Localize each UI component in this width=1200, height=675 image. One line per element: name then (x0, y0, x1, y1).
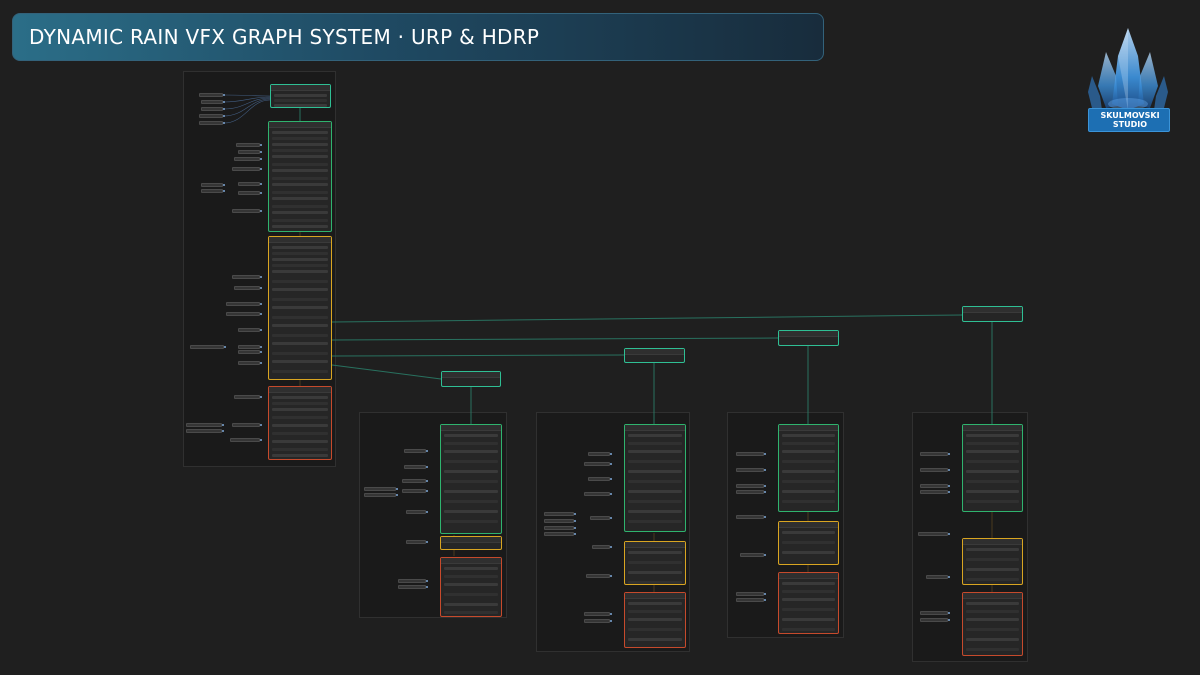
property-node[interactable] (226, 302, 262, 306)
property-node[interactable] (406, 510, 428, 514)
property-node[interactable] (584, 492, 612, 496)
property-node[interactable] (920, 452, 950, 456)
property-node[interactable] (190, 345, 226, 349)
property-node[interactable] (238, 150, 262, 154)
output-context-sub2[interactable] (624, 592, 686, 648)
initialize-context-sub3[interactable] (778, 424, 839, 512)
property-node[interactable] (199, 114, 225, 118)
property-node[interactable] (232, 423, 262, 427)
property-node[interactable] (226, 312, 262, 316)
update-context-sub1[interactable] (440, 536, 502, 550)
property-node[interactable] (736, 598, 766, 602)
property-node[interactable] (592, 545, 612, 549)
property-node[interactable] (186, 423, 224, 427)
property-node[interactable] (740, 553, 766, 557)
property-node[interactable] (238, 361, 262, 365)
property-node[interactable] (238, 328, 262, 332)
property-node[interactable] (199, 121, 225, 125)
gpu-event-node-2[interactable] (624, 348, 685, 363)
property-node[interactable] (404, 449, 428, 453)
property-node[interactable] (238, 350, 262, 354)
studio-name-line1: SKULMOVSKI (1100, 111, 1160, 120)
property-node[interactable] (404, 465, 428, 469)
property-node[interactable] (590, 516, 612, 520)
property-node[interactable] (544, 512, 576, 516)
property-node[interactable] (236, 143, 262, 147)
spawn-context-main[interactable] (270, 84, 331, 108)
output-context-sub4[interactable] (962, 592, 1023, 656)
property-node[interactable] (736, 490, 766, 494)
crystal-logo-icon (1088, 28, 1168, 110)
property-node[interactable] (920, 490, 950, 494)
property-node[interactable] (201, 100, 225, 104)
property-node[interactable] (402, 489, 428, 493)
property-node[interactable] (398, 585, 428, 589)
property-node[interactable] (544, 532, 576, 536)
property-node[interactable] (736, 468, 766, 472)
update-context-sub4[interactable] (962, 538, 1023, 585)
property-node[interactable] (736, 515, 766, 519)
property-node[interactable] (402, 479, 428, 483)
output-context-main[interactable] (268, 386, 332, 460)
update-context-header (269, 237, 331, 243)
property-node[interactable] (544, 519, 576, 523)
studio-badge: SKULMOVSKI STUDIO (1088, 108, 1170, 132)
output-context-sub1[interactable] (440, 557, 502, 617)
initialize-context-sub1[interactable] (440, 424, 502, 534)
property-node[interactable] (406, 540, 428, 544)
property-node[interactable] (584, 619, 612, 623)
initialize-context-sub4[interactable] (962, 424, 1023, 512)
initialize-context-sub2[interactable] (624, 424, 686, 532)
property-node[interactable] (736, 484, 766, 488)
property-node[interactable] (232, 167, 262, 171)
property-node[interactable] (238, 182, 262, 186)
page-title: DYNAMIC RAIN VFX GRAPH SYSTEM · URP & HD… (29, 25, 540, 49)
studio-name-line2: STUDIO (1112, 120, 1148, 129)
property-node[interactable] (238, 191, 262, 195)
property-node[interactable] (201, 189, 225, 193)
update-context-sub3[interactable] (778, 521, 839, 565)
property-node[interactable] (544, 526, 576, 530)
property-node[interactable] (926, 575, 950, 579)
output-context-sub3[interactable] (778, 572, 839, 634)
property-node[interactable] (736, 592, 766, 596)
property-node[interactable] (234, 157, 262, 161)
property-node[interactable] (920, 611, 950, 615)
property-node[interactable] (588, 452, 612, 456)
property-node[interactable] (736, 452, 766, 456)
property-node[interactable] (201, 183, 225, 187)
initialize-context-header (269, 122, 331, 128)
update-context-main[interactable] (268, 236, 332, 380)
property-node[interactable] (584, 612, 612, 616)
property-node[interactable] (586, 574, 612, 578)
property-node[interactable] (918, 532, 950, 536)
property-node[interactable] (234, 395, 262, 399)
property-node[interactable] (588, 477, 612, 481)
initialize-context-main[interactable] (268, 121, 332, 232)
property-node[interactable] (920, 618, 950, 622)
property-node[interactable] (584, 462, 612, 466)
property-node[interactable] (920, 484, 950, 488)
gpu-event-node-4[interactable] (962, 306, 1023, 322)
property-node[interactable] (199, 93, 225, 97)
property-node[interactable] (186, 429, 224, 433)
property-node[interactable] (364, 487, 398, 491)
property-node[interactable] (232, 209, 262, 213)
update-context-sub2[interactable] (624, 541, 686, 585)
title-banner: DYNAMIC RAIN VFX GRAPH SYSTEM · URP & HD… (12, 13, 824, 61)
property-node[interactable] (238, 345, 262, 349)
property-node[interactable] (201, 107, 225, 111)
property-node[interactable] (230, 438, 262, 442)
output-context-header (269, 387, 331, 393)
property-node[interactable] (364, 493, 398, 497)
property-node[interactable] (232, 275, 262, 279)
property-node[interactable] (234, 286, 262, 290)
spawn-context-header (271, 85, 330, 91)
property-node[interactable] (920, 468, 950, 472)
gpu-event-node-1[interactable] (441, 371, 501, 387)
property-node[interactable] (398, 579, 428, 583)
gpu-event-node-3[interactable] (778, 330, 839, 346)
